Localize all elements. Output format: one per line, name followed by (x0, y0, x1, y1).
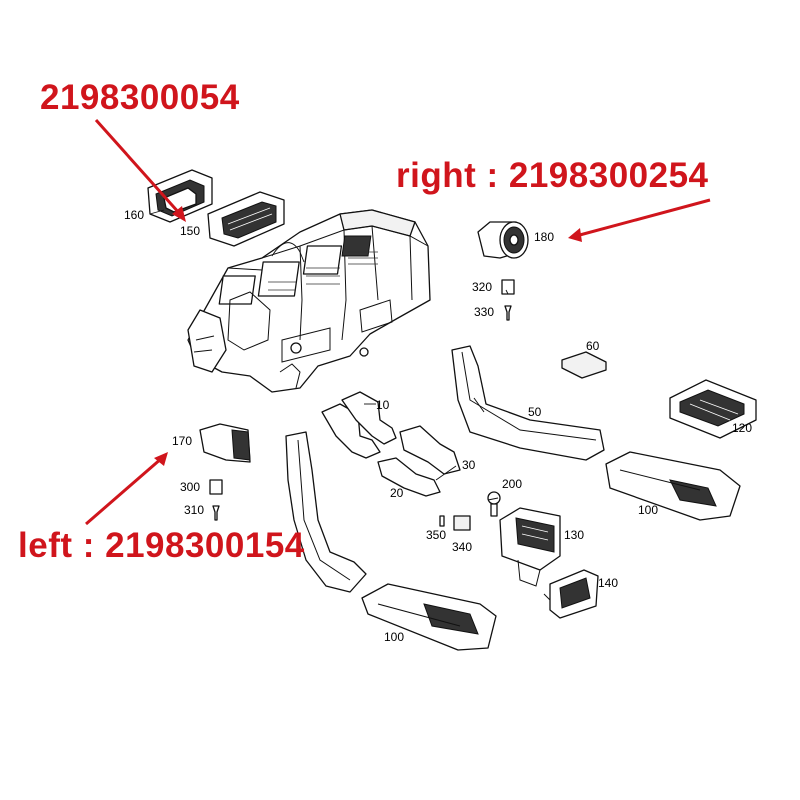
duct-left-long (285, 431, 367, 593)
duct-10 (321, 391, 397, 459)
duct-50 (451, 345, 605, 461)
part-number-60: 60 (586, 339, 600, 353)
vent-130 (499, 507, 561, 587)
arrowhead-top (172, 206, 186, 222)
fasteners (439, 491, 501, 531)
part-number-30: 30 (462, 458, 476, 472)
part-number-320: 320 (472, 280, 492, 294)
part-number-340: 340 (452, 540, 472, 554)
part-number-170: 170 (172, 434, 192, 448)
part-numbers: 160 150 180 320 330 60 10 50 120 170 30 … (124, 208, 752, 644)
tray-100-bottom (361, 583, 497, 651)
part-number-100-bottom: 100 (384, 630, 404, 644)
part-number-180: 180 (534, 230, 554, 244)
part-number-160: 160 (124, 208, 144, 222)
red-arrows (85, 119, 711, 526)
part-number-350: 350 (426, 528, 446, 542)
part-number-200: 200 (502, 477, 522, 491)
part-number-120: 120 (732, 421, 752, 435)
part-number-300: 300 (180, 480, 200, 494)
part-number-20: 20 (390, 486, 404, 500)
part-number-50: 50 (528, 405, 542, 419)
part-60-block (561, 351, 607, 379)
duct-20 (377, 457, 441, 497)
callout-part-number-left: left : 2198300154 (18, 526, 305, 565)
part-number-310: 310 (184, 503, 204, 517)
part-number-130: 130 (564, 528, 584, 542)
vent-170 (199, 423, 251, 521)
arrowhead-left (154, 452, 168, 466)
part-number-140: 140 (598, 576, 618, 590)
leader-lines (149, 209, 509, 501)
part-number-150: 150 (180, 224, 200, 238)
vent-150-160 (147, 169, 285, 247)
arrowhead-right (568, 228, 582, 242)
hvac-housing (187, 209, 431, 393)
duct-30 (399, 425, 461, 475)
part-number-10: 10 (376, 398, 390, 412)
tray-120 (669, 379, 757, 439)
part-number-100-right: 100 (638, 503, 658, 517)
part-140 (543, 569, 599, 619)
part-number-330: 330 (474, 305, 494, 319)
callout-part-number-right: right : 2198300254 (396, 156, 709, 195)
tray-100-right (605, 451, 741, 521)
callout-part-number-top: 2198300054 (40, 78, 240, 117)
vent-180 (477, 221, 529, 321)
